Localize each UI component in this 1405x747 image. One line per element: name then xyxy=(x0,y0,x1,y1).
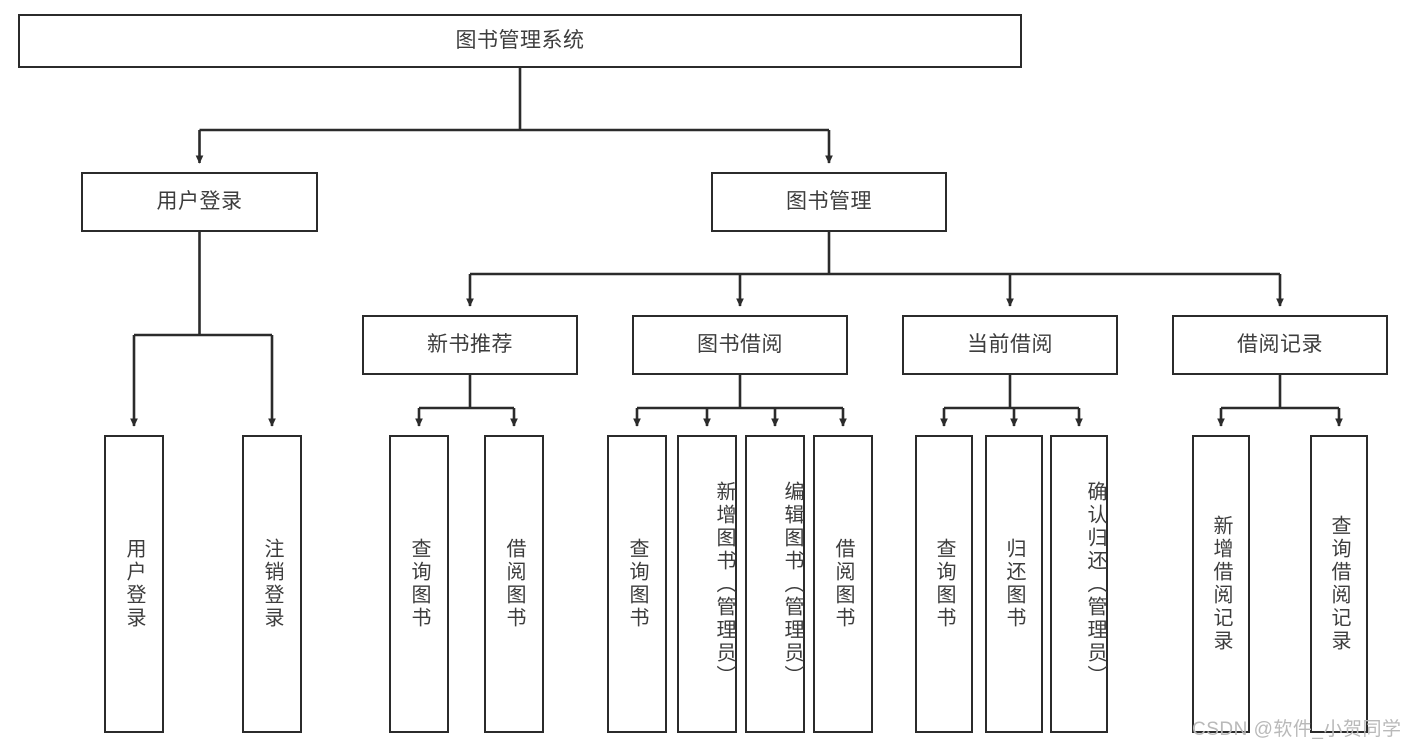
node-label: 借阅图书 xyxy=(503,538,525,630)
node-leaf11[interactable]: 确认归还（管理员） xyxy=(1050,435,1108,733)
node-leaf12[interactable]: 新增借阅记录 xyxy=(1192,435,1250,733)
node-leaf6[interactable]: 新增图书（管理员） xyxy=(677,435,737,733)
node-records[interactable]: 借阅记录 xyxy=(1172,315,1388,375)
node-label: 编辑图书（管理员） xyxy=(781,480,803,688)
node-leaf13[interactable]: 查询借阅记录 xyxy=(1310,435,1368,733)
node-leaf4[interactable]: 借阅图书 xyxy=(484,435,544,733)
node-login[interactable]: 用户登录 xyxy=(81,172,318,232)
node-label: 图书管理系统 xyxy=(455,29,585,53)
node-label: 归还图书 xyxy=(1003,538,1025,630)
node-root[interactable]: 图书管理系统 xyxy=(18,14,1022,68)
node-leaf5[interactable]: 查询图书 xyxy=(607,435,667,733)
node-label: 查询借阅记录 xyxy=(1328,515,1350,653)
node-label: 查询图书 xyxy=(933,538,955,630)
node-label: 查询图书 xyxy=(626,538,648,630)
node-label: 注销登录 xyxy=(261,538,283,630)
node-leaf10[interactable]: 归还图书 xyxy=(985,435,1043,733)
node-label: 借阅图书 xyxy=(832,538,854,630)
node-label: 借阅记录 xyxy=(1237,333,1323,357)
node-label: 查询图书 xyxy=(408,538,430,630)
node-current[interactable]: 当前借阅 xyxy=(902,315,1118,375)
node-label: 新增图书（管理员） xyxy=(713,480,735,688)
node-newbook[interactable]: 新书推荐 xyxy=(362,315,578,375)
csdn-watermark: CSDN @软件_小贺同学 xyxy=(1192,719,1402,740)
node-leaf2[interactable]: 注销登录 xyxy=(242,435,302,733)
node-label: 用户登录 xyxy=(156,190,243,214)
node-label: 确认归还（管理员） xyxy=(1084,480,1106,688)
node-label: 用户登录 xyxy=(123,538,145,630)
node-leaf1[interactable]: 用户登录 xyxy=(104,435,164,733)
node-leaf8[interactable]: 借阅图书 xyxy=(813,435,873,733)
node-borrow[interactable]: 图书借阅 xyxy=(632,315,848,375)
node-label: 新书推荐 xyxy=(427,333,513,357)
node-leaf7[interactable]: 编辑图书（管理员） xyxy=(745,435,805,733)
node-leaf9[interactable]: 查询图书 xyxy=(915,435,973,733)
node-label: 图书借阅 xyxy=(697,333,783,357)
node-leaf3[interactable]: 查询图书 xyxy=(389,435,449,733)
node-label: 新增借阅记录 xyxy=(1210,515,1232,653)
node-bookmgr[interactable]: 图书管理 xyxy=(711,172,947,232)
node-label: 当前借阅 xyxy=(967,333,1053,357)
node-label: 图书管理 xyxy=(786,190,872,214)
